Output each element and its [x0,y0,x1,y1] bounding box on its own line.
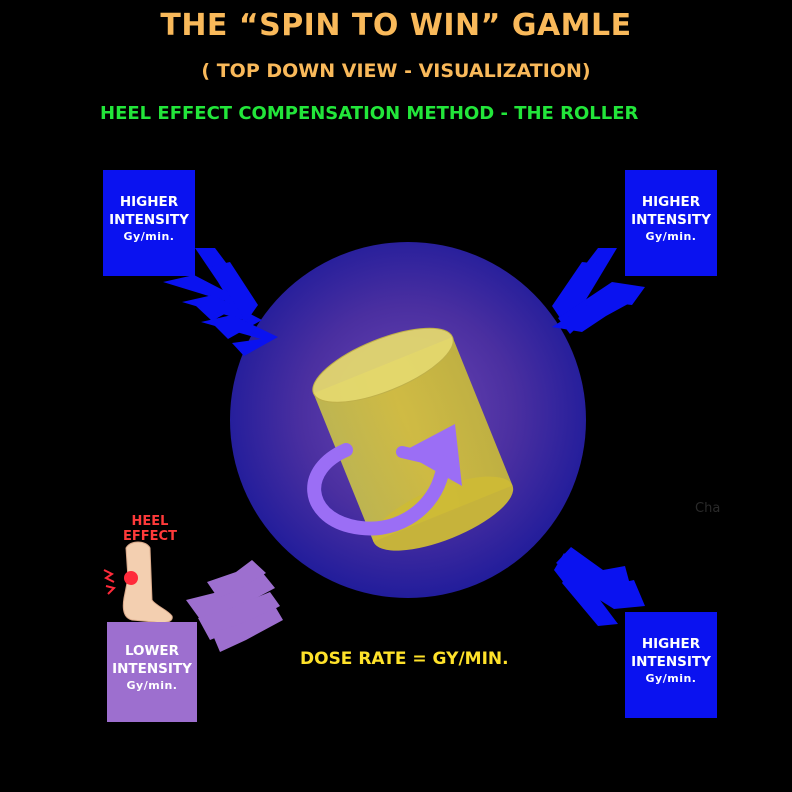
higher-intensity-box-bottom-right: HIGHER INTENSITY Gy/min. [625,612,717,718]
higher-intensity-box-top-right: HIGHER INTENSITY Gy/min. [625,170,717,276]
pain-spark-icon [103,569,116,595]
box-line3: Gy/min. [126,679,178,692]
chevron-arrow-icon-tl-2 [195,248,258,322]
ghost-text: Cha [695,501,721,516]
method-heading: HEEL EFFECT COMPENSATION METHOD - THE RO… [100,103,639,124]
lower-intensity-box-bottom-left: LOWER INTENSITY Gy/min. [107,622,197,722]
chevron-arrow-icon [163,275,278,356]
heel-label-line1: HEEL [131,514,169,529]
heel-label-line2: EFFECT [123,529,177,544]
box-line2: INTENSITY [631,654,711,670]
page-title: THE “SPIN TO WIN” GAMLE [160,8,632,43]
box-line1: LOWER [124,643,180,659]
foot-icon [122,541,173,624]
box-line2: INTENSITY [112,661,192,677]
heel-effect-label: HEEL EFFECT [110,514,190,544]
box-line3: Gy/min. [123,230,175,243]
box-line1: HIGHER [119,194,179,210]
page-subtitle: ( TOP DOWN VIEW - VISUALIZATION) [201,60,591,82]
box-line2: INTENSITY [631,212,711,228]
box-line2: INTENSITY [109,212,189,228]
chevron-arrow-icon-bl [186,560,283,652]
box-line1: HIGHER [641,194,701,210]
box-line3: Gy/min. [645,672,697,685]
higher-intensity-box-top-left: HIGHER INTENSITY Gy/min. [103,170,195,276]
dose-rate-label: DOSE RATE = GY/MIN. [300,649,509,669]
box-line1: HIGHER [641,636,701,652]
rotation-arrow-icon [307,424,462,536]
roller-cylinder [312,327,514,551]
box-line3: Gy/min. [645,230,697,243]
chevron-arrow-icon-tr [552,248,645,334]
chevron-arrow-icon-br [554,547,645,626]
